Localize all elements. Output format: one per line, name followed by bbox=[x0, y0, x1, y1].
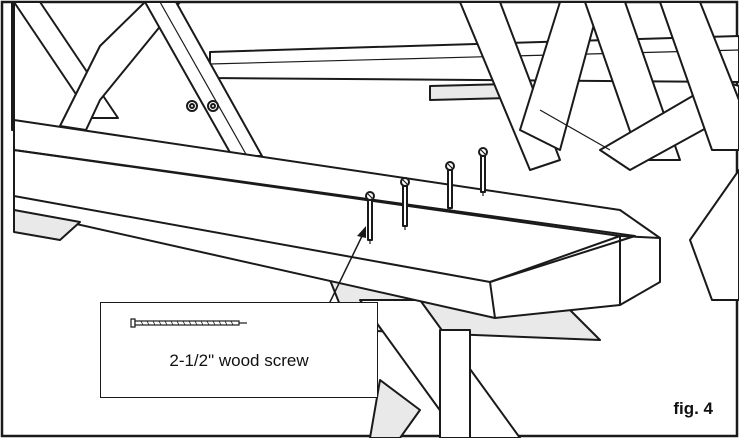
carriage-bolts bbox=[186, 100, 219, 112]
screw-size-label: 2-1/2" wood screw bbox=[169, 351, 309, 370]
wood-screw-icon bbox=[130, 318, 247, 328]
wood-screws bbox=[365, 147, 488, 244]
part-callout-box: 2-1/2" wood screw bbox=[100, 302, 378, 398]
bench-seat-board bbox=[13, 119, 661, 319]
screw-4 bbox=[478, 147, 488, 196]
figure-number: fig. 4 bbox=[673, 399, 713, 418]
leader-arrow bbox=[329, 226, 366, 303]
screw-2 bbox=[400, 177, 410, 230]
right-a-frame-leg bbox=[459, 1, 739, 301]
screw-3 bbox=[445, 161, 455, 212]
table-top-board bbox=[209, 35, 739, 101]
screw-1 bbox=[365, 191, 375, 244]
